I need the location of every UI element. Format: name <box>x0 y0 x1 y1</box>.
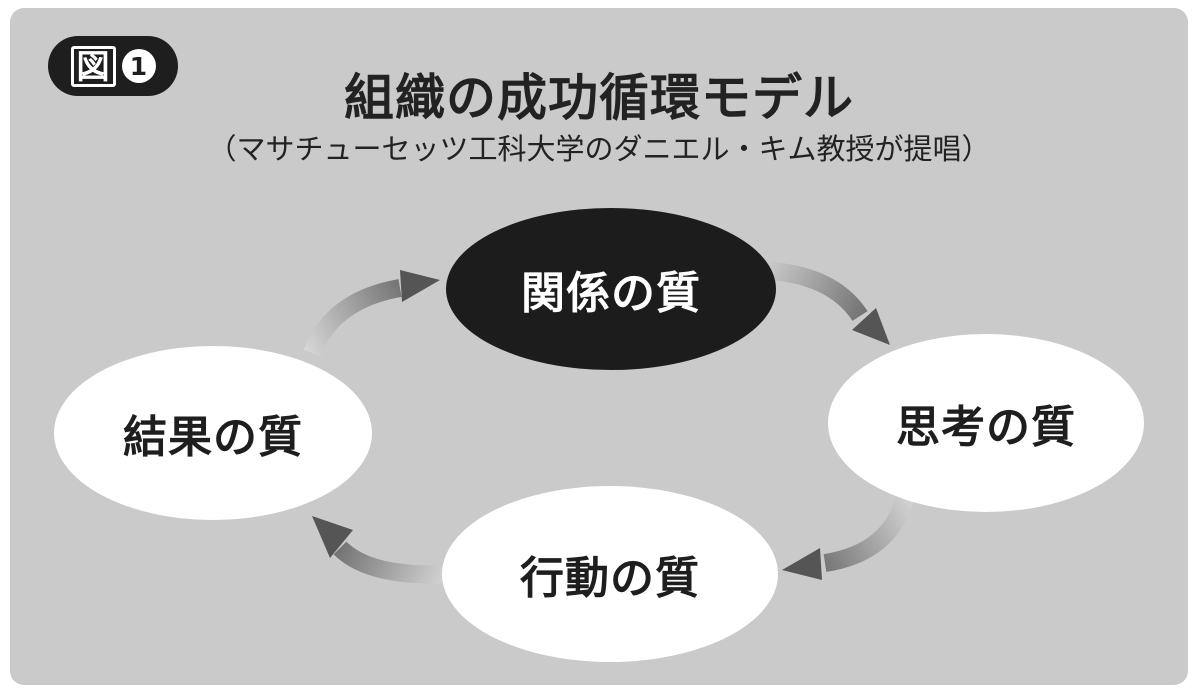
figure-label: 図 <box>70 45 116 87</box>
diagram-title: 組織の成功循環モデル <box>344 69 854 127</box>
arrow-action-to-result <box>312 516 451 584</box>
figure-number: 1 <box>121 49 156 83</box>
arrow-thinking-to-action <box>782 495 914 580</box>
arrow-result-to-relationship <box>303 270 440 357</box>
node-quality-of-action: 行動の質 <box>442 486 778 662</box>
node-quality-of-thinking: 思考の質 <box>828 334 1144 512</box>
node-quality-of-relationship: 関係の質 <box>446 208 776 370</box>
figure-panel: 図 1 組織の成功循環モデル （マサチューセッツ工科大学のダニエル・キム教授が提… <box>10 8 1188 685</box>
figure-badge: 図 1 <box>48 36 178 96</box>
diagram-subtitle: （マサチューセッツ工科大学のダニエル・キム教授が提唱） <box>207 132 991 166</box>
node-quality-of-result: 結果の質 <box>54 346 372 520</box>
